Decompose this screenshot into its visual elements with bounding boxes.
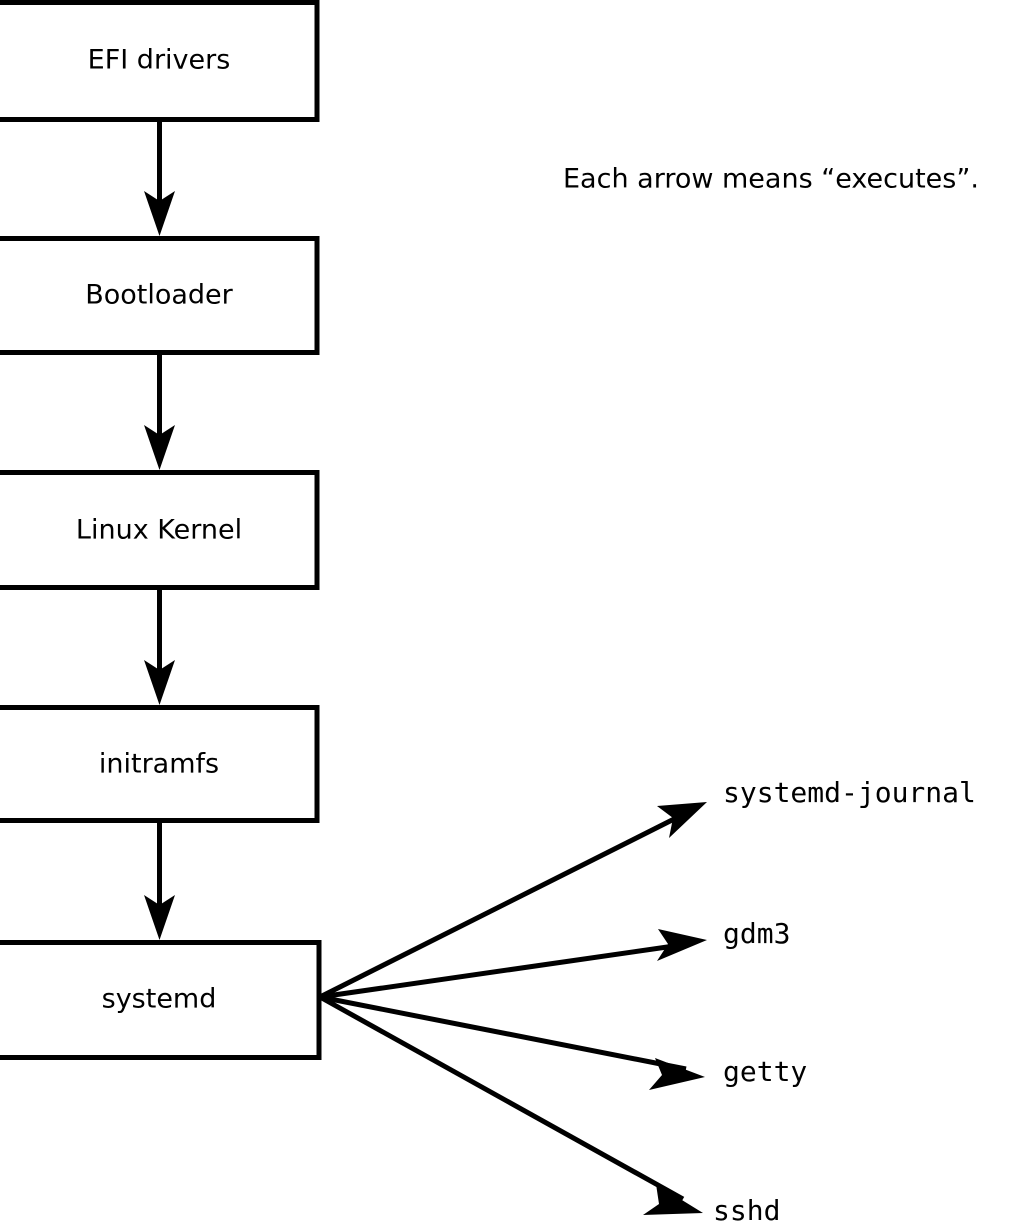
fanout-arrow-gdm3 <box>319 929 707 1000</box>
arrow-head-icon <box>144 425 175 470</box>
process-box-label: EFI drivers <box>88 45 231 76</box>
process-box-bootloader[interactable]: Bootloader <box>0 236 320 355</box>
process-box-label: systemd <box>102 984 217 1015</box>
process-box-efi-drivers[interactable]: EFI drivers <box>0 0 320 122</box>
chain-connector-initramfs-to-systemd <box>144 820 175 940</box>
arrow-head-icon <box>144 660 175 705</box>
arrow-head-icon <box>144 191 175 236</box>
process-box-systemd[interactable]: systemd <box>0 940 322 1060</box>
arrow-head-icon <box>657 802 707 838</box>
fanout-arrow-getty <box>319 994 705 1090</box>
process-box-label: Bootloader <box>85 280 233 311</box>
chain-connector-kernel-to-initramfs <box>144 588 175 705</box>
legend-note: Each arrow means “executes”. <box>563 164 979 195</box>
service-label-getty: getty <box>723 1055 807 1088</box>
arrow-head-icon <box>643 1184 703 1215</box>
process-box-label: initramfs <box>99 749 219 780</box>
service-label-gdm3: gdm3 <box>723 917 790 950</box>
chain-connector-bootloader-to-kernel <box>144 353 175 470</box>
arrow-head-icon <box>144 895 175 940</box>
arrow-head-icon <box>657 929 707 961</box>
fanout-arrow-sshd <box>318 994 703 1215</box>
service-label-sshd: sshd <box>713 1194 780 1227</box>
arrow-head-icon <box>649 1058 705 1090</box>
process-box-label: Linux Kernel <box>76 515 242 546</box>
chain-connector-efi-to-bootloader <box>144 120 175 236</box>
fanout-arrow-systemd-journal <box>318 802 707 1000</box>
process-box-initramfs[interactable]: initramfs <box>0 705 320 823</box>
service-label-systemd-journal: systemd-journal <box>723 776 976 809</box>
process-box-linux-kernel[interactable]: Linux Kernel <box>0 470 320 590</box>
